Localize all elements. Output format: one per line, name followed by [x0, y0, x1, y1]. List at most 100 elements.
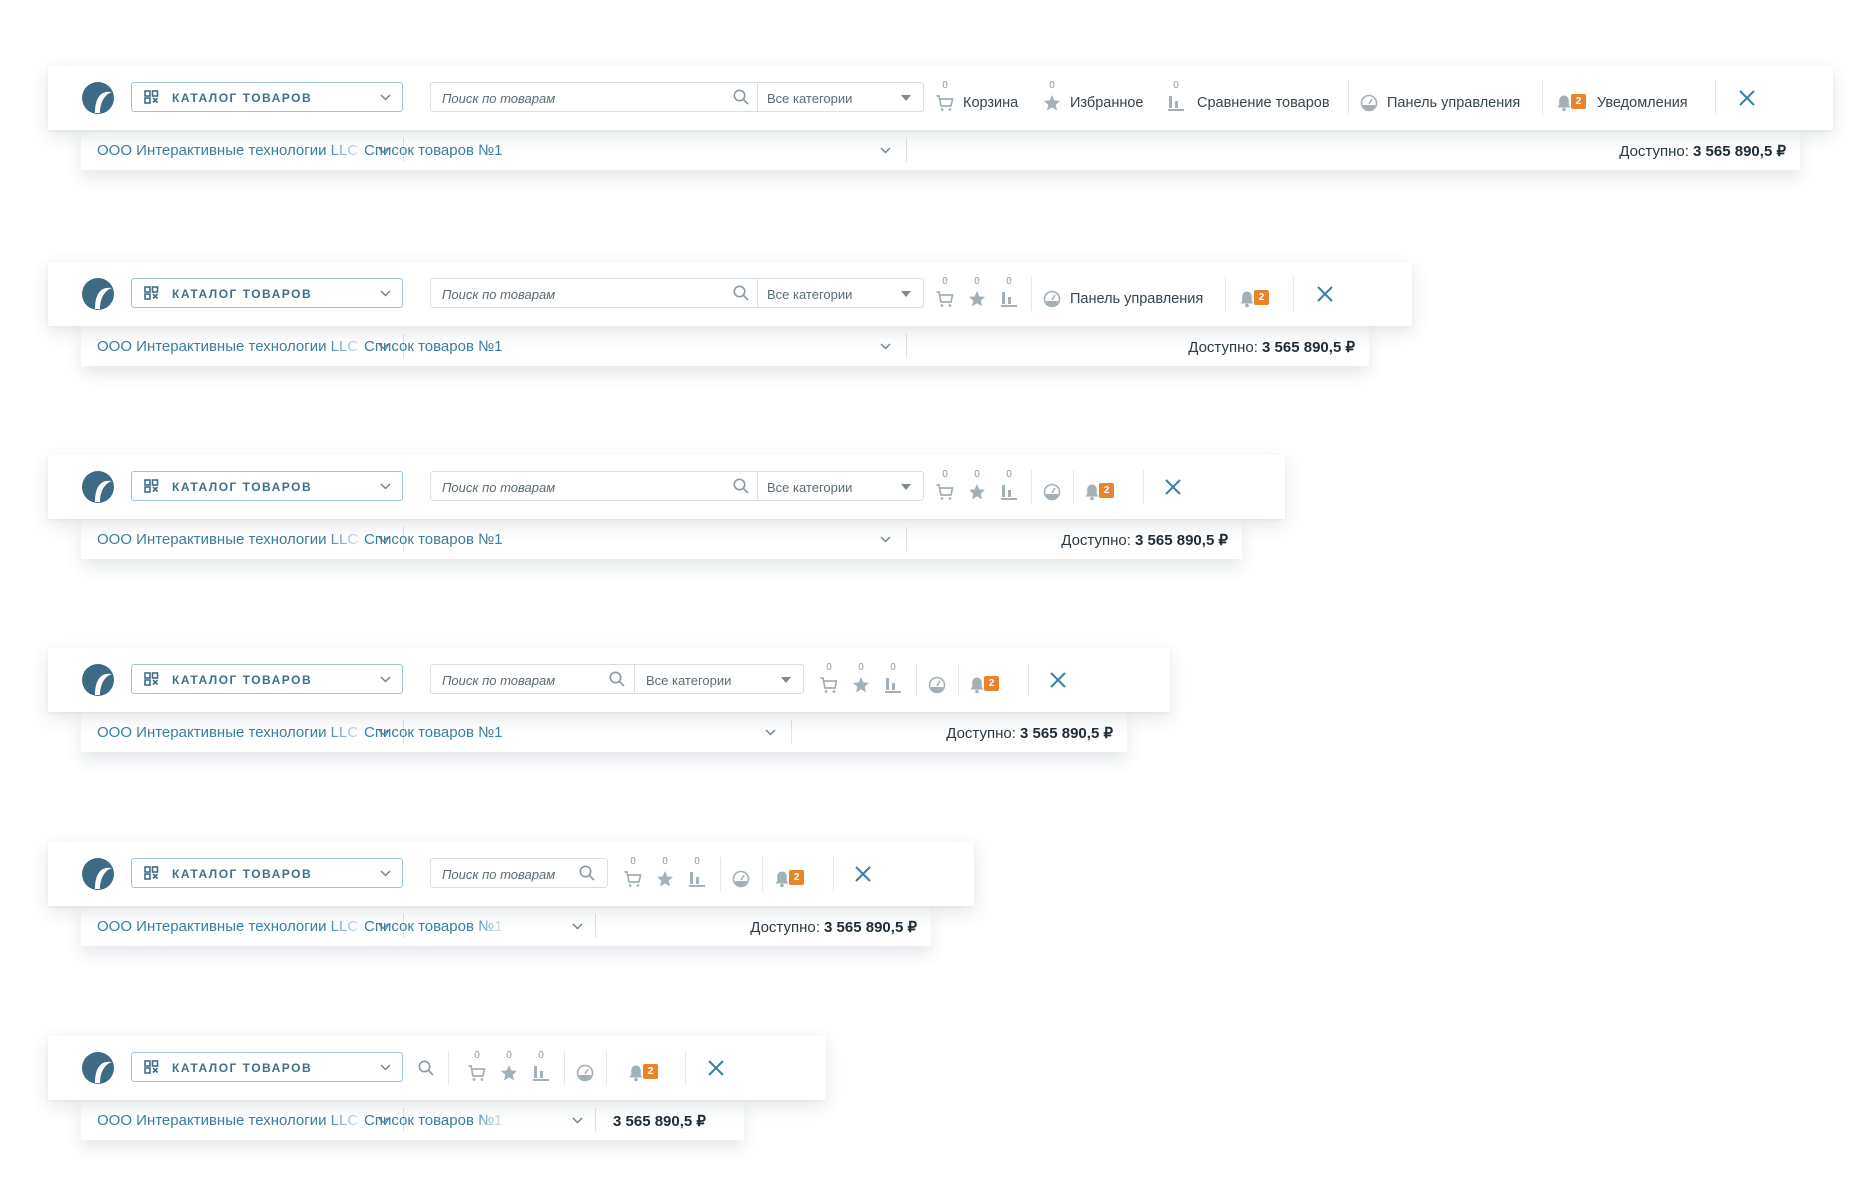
category-select[interactable]: Все категории — [767, 480, 853, 495]
star-icon — [657, 871, 673, 887]
compare-button[interactable]: 0 Сравнение товаров — [1167, 80, 1337, 116]
dashboard-button[interactable] — [1043, 469, 1063, 505]
logo-icon[interactable] — [82, 1052, 114, 1084]
organization-select[interactable]: ООО Интерактивные технологии LLC — [97, 1112, 359, 1129]
category-select[interactable]: Все категории — [767, 91, 853, 106]
close-icon[interactable] — [1164, 478, 1182, 496]
search-icon[interactable] — [733, 478, 749, 494]
dashboard-button[interactable] — [732, 856, 752, 892]
list-select[interactable]: Список товаров №1 — [364, 531, 503, 548]
logo-icon[interactable] — [82, 858, 114, 890]
catalog-dropdown[interactable]: КАТАЛОГ ТОВАРОВ — [131, 664, 403, 694]
dashboard-button[interactable] — [928, 662, 948, 698]
organization-select[interactable]: ООО Интерактивные технологии LLC — [97, 338, 359, 355]
category-select[interactable]: Все категории — [646, 673, 732, 688]
chevron-down-icon[interactable] — [572, 923, 583, 930]
close-icon[interactable] — [1049, 671, 1067, 689]
catalog-dropdown[interactable]: КАТАЛОГ ТОВАРОВ — [131, 858, 403, 888]
dashboard-button[interactable]: Панель управления — [1360, 80, 1530, 116]
list-select[interactable]: Список товаров №1 — [364, 142, 503, 159]
cart-button[interactable]: 0 — [624, 856, 644, 892]
chevron-down-icon[interactable] — [880, 343, 891, 350]
search-input[interactable]: Поиск по товарам — [442, 867, 556, 882]
cart-button[interactable]: 0 — [820, 662, 840, 698]
compare-button[interactable]: 0 — [688, 856, 708, 892]
search-icon[interactable] — [733, 285, 749, 301]
catalog-dropdown[interactable]: КАТАЛОГ ТОВАРОВ — [131, 471, 403, 501]
catalog-label: КАТАЛОГ ТОВАРОВ — [172, 1061, 313, 1075]
list-select[interactable]: Список товаров №1 — [364, 1112, 503, 1129]
compare-button[interactable]: 0 — [1000, 276, 1020, 312]
notifications-button[interactable]: 2 Уведомления — [1555, 80, 1705, 116]
chevron-down-icon[interactable] — [880, 536, 891, 543]
search-box[interactable]: Поиск по товарам Все категории — [430, 664, 804, 694]
search-icon[interactable] — [418, 1060, 434, 1076]
search-input[interactable]: Поиск по товарам — [442, 91, 556, 106]
notifications-button[interactable]: 2 — [773, 856, 813, 892]
favorites-button[interactable]: 0 Избранное — [1043, 80, 1155, 116]
cart-button[interactable]: 0 Корзина — [936, 80, 1030, 116]
close-icon[interactable] — [707, 1059, 725, 1077]
chevron-down-icon[interactable] — [765, 729, 776, 736]
list-select[interactable]: Список товаров №1 — [364, 338, 503, 355]
organization-select[interactable]: ООО Интерактивные технологии LLC — [97, 724, 359, 741]
notifications-button[interactable]: 2 — [1238, 276, 1278, 312]
compare-button[interactable]: 0 — [532, 1050, 552, 1086]
chevron-down-icon[interactable] — [378, 536, 389, 543]
cart-button[interactable]: 0 — [468, 1050, 488, 1086]
notifications-button[interactable]: 2 — [1083, 469, 1123, 505]
favorites-button[interactable]: 0 — [852, 662, 872, 698]
category-select[interactable]: Все категории — [767, 287, 853, 302]
search-icon[interactable] — [609, 671, 625, 687]
close-icon[interactable] — [1738, 89, 1756, 107]
notifications-button[interactable]: 2 — [968, 662, 1008, 698]
chevron-down-icon[interactable] — [378, 729, 389, 736]
search-box[interactable]: Поиск по товарам Все категории — [430, 471, 924, 501]
dashboard-icon — [1360, 94, 1378, 112]
compare-button[interactable]: 0 — [884, 662, 904, 698]
dashboard-button[interactable] — [576, 1050, 596, 1086]
catalog-dropdown[interactable]: КАТАЛОГ ТОВАРОВ — [131, 82, 403, 112]
search-box[interactable]: Поиск по товарам Все категории — [430, 278, 924, 308]
logo-icon[interactable] — [82, 278, 114, 310]
favorites-count: 0 — [858, 662, 864, 673]
compare-button[interactable]: 0 — [1000, 469, 1020, 505]
divider — [762, 857, 763, 891]
favorites-button[interactable]: 0 — [968, 469, 988, 505]
chevron-down-icon[interactable] — [378, 343, 389, 350]
search-box[interactable]: Поиск по товарам Все категории — [430, 82, 924, 112]
cart-button[interactable]: 0 — [936, 469, 956, 505]
organization-select[interactable]: ООО Интерактивные технологии LLC — [97, 142, 359, 159]
search-input[interactable]: Поиск по товарам — [442, 673, 556, 688]
favorites-button[interactable]: 0 — [500, 1050, 520, 1086]
chevron-down-icon[interactable] — [378, 1117, 389, 1124]
logo-icon[interactable] — [82, 664, 114, 696]
favorites-button[interactable]: 0 — [968, 276, 988, 312]
catalog-dropdown[interactable]: КАТАЛОГ ТОВАРОВ — [131, 1052, 403, 1082]
close-icon[interactable] — [1316, 285, 1334, 303]
organization-select[interactable]: ООО Интерактивные технологии LLC — [97, 531, 359, 548]
divider — [403, 914, 404, 938]
compare-count: 0 — [1006, 276, 1012, 287]
chevron-down-icon[interactable] — [572, 1117, 583, 1124]
chevron-down-icon[interactable] — [378, 923, 389, 930]
chevron-down-icon[interactable] — [880, 147, 891, 154]
list-select[interactable]: Список товаров №1 — [364, 724, 503, 741]
search-icon[interactable] — [579, 865, 595, 881]
close-icon[interactable] — [854, 865, 872, 883]
catalog-dropdown[interactable]: КАТАЛОГ ТОВАРОВ — [131, 278, 403, 308]
cart-button[interactable]: 0 — [936, 276, 956, 312]
notifications-button[interactable]: 2 — [627, 1050, 667, 1086]
logo-icon[interactable] — [82, 471, 114, 503]
search-input[interactable]: Поиск по товарам — [442, 287, 556, 302]
favorites-button[interactable]: 0 — [656, 856, 676, 892]
compare-icon — [689, 872, 705, 887]
dashboard-button[interactable]: Панель управления — [1043, 276, 1213, 312]
search-icon[interactable] — [733, 89, 749, 105]
search-input[interactable]: Поиск по товарам — [442, 480, 556, 495]
chevron-down-icon[interactable] — [378, 147, 389, 154]
search-box[interactable]: Поиск по товарам — [430, 858, 608, 888]
logo-icon[interactable] — [82, 82, 114, 114]
list-select[interactable]: Список товаров №1 — [364, 918, 503, 935]
organization-select[interactable]: ООО Интерактивные технологии LLC — [97, 918, 359, 935]
